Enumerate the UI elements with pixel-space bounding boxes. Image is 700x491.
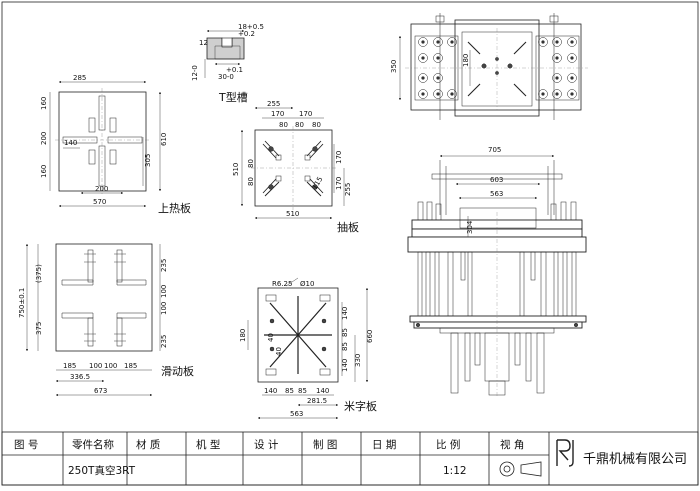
header-date: 日 期 (372, 439, 396, 451)
pull-dim-510-left: 510 (232, 163, 240, 176)
cross-dim-330: 330 (354, 354, 362, 367)
pull-dim-80e: 80 (247, 177, 255, 186)
t-slot-dim-tol: +0.2 (238, 30, 255, 38)
cross-dim-85a: 85 (341, 328, 349, 337)
upper-dim-160a: 160 (40, 97, 48, 110)
upper-dim-160b: 160 (40, 165, 48, 178)
sliding-plate-caption: 滑动板 (161, 364, 194, 378)
cross-dim-563: 563 (290, 410, 303, 418)
sliding-dim-100a: 100 (160, 285, 168, 298)
front-dim-603: 603 (490, 176, 503, 184)
upper-dim-570: 570 (93, 198, 106, 206)
cross-dim-660: 660 (366, 330, 374, 343)
machine-top-view: 350 180 (390, 13, 588, 120)
company-logo (556, 439, 574, 467)
front-dim-705: 705 (488, 146, 501, 154)
header-drawn-by: 制 图 (313, 438, 337, 451)
cross-plate-view: R6.25 Ø10 180 40 40 140 85 85 140 660 33… (239, 277, 377, 420)
pull-dim-170a: 170 (271, 110, 284, 118)
cross-dim-85b: 85 (341, 342, 349, 351)
sliding-dim-673: 673 (94, 387, 107, 395)
cross-dim-r6: R6.25 (272, 280, 292, 288)
top-dim-180: 180 (462, 54, 470, 67)
cross-dim-281: 281.5 (307, 397, 327, 405)
cross-dim-85d: 85 (298, 387, 307, 395)
front-dim-563: 563 (490, 190, 503, 198)
upper-dim-140: 140 (64, 139, 77, 147)
pull-dim-255: 255 (267, 100, 280, 108)
header-material: 材 质 (136, 438, 160, 451)
header-part-name: 零件名称 (72, 438, 114, 451)
cross-dim-d10: Ø10 (300, 280, 314, 288)
cross-dim-180: 180 (239, 329, 247, 342)
sliding-dim-100c: 100 (89, 362, 102, 370)
pull-dim-80b: 80 (295, 121, 304, 129)
cross-dim-140a: 140 (341, 307, 349, 320)
pull-dim-80a: 80 (279, 121, 288, 129)
header-design: 设 计 (254, 438, 279, 451)
sliding-dim-375: 375 (35, 322, 43, 335)
t-slot-dim-depth: 12 (199, 39, 208, 47)
pull-dim-170d: 170 (335, 177, 343, 190)
part-name-value: 250T真空3RT (68, 464, 136, 477)
pull-dim-255-right: 255 (344, 183, 352, 196)
header-model: 机 型 (196, 438, 220, 451)
pull-plate-view: 255 170 170 80 80 80 80 80 510 170 255 1… (232, 100, 359, 234)
front-dim-304: 304 (466, 220, 474, 234)
cross-dim-140d: 140 (316, 387, 329, 395)
sliding-dim-336: 336.5 (70, 373, 90, 381)
header-drawing-no: 图 号 (14, 439, 38, 451)
cross-dim-40a: 40 (267, 333, 275, 342)
pull-dim-170b: 170 (299, 110, 312, 118)
sliding-dim-235b: 235 (160, 335, 168, 348)
t-slot-dim-tol2: +0.1 (226, 66, 243, 74)
pull-plate-caption: 抽板 (337, 220, 359, 234)
upper-dim-305: 305 (144, 154, 152, 167)
sliding-dim-185b: 185 (124, 362, 137, 370)
pull-dim-80d: 80 (247, 159, 255, 168)
sliding-plate-view: (375) 750±0.1 375 235 100 100 235 185 10… (18, 243, 194, 397)
scale-value: 1:12 (443, 465, 467, 477)
header-scale: 比 例 (436, 438, 460, 451)
sliding-dim-100d: 100 (104, 362, 117, 370)
t-slot-caption: T型槽 (218, 90, 248, 104)
t-slot-dim-width: 18+0.5 (238, 23, 264, 31)
first-angle-projection-icon (499, 461, 542, 477)
upper-dim-200: 200 (40, 132, 48, 145)
sliding-dim-750: 750±0.1 (18, 288, 26, 318)
sliding-dim-235a: 235 (160, 259, 168, 272)
t-slot-dim-neck: 12-0 (191, 65, 199, 81)
company-name: 千鼎机械有限公司 (583, 452, 687, 467)
cross-dim-140c: 140 (264, 387, 277, 395)
title-block: 图 号 零件名称 材 质 机 型 设 计 制 图 日 期 比 例 视 角 250… (1, 431, 699, 486)
sliding-dim-100b: 100 (160, 302, 168, 315)
pull-dim-115: 115 (311, 175, 325, 191)
t-slot-view: 18+0.5 +0.2 12 12-0 +0.1 30-0 T型槽 (191, 23, 264, 104)
pull-dim-170c: 170 (335, 151, 343, 164)
cross-dim-85c: 85 (285, 387, 294, 395)
upper-dim-610: 610 (160, 133, 168, 146)
machine-front-view: 705 603 563 304 (407, 146, 587, 398)
pull-dim-510: 510 (286, 210, 299, 218)
upper-dim-285: 285 (73, 74, 86, 82)
t-slot-dim-head: 30-0 (218, 73, 234, 81)
header-view-angle: 视 角 (500, 438, 524, 451)
sliding-dim-185a: 185 (63, 362, 76, 370)
cross-dim-40b: 40 (275, 347, 283, 356)
upper-dim-200-bottom: 200 (95, 185, 108, 193)
upper-platen-view: 285 160 200 160 140 305 610 200 570 上热板 (40, 74, 191, 215)
cross-plate-caption: 米字板 (344, 399, 377, 413)
pull-dim-80c: 80 (312, 121, 321, 129)
sliding-dim-375-ref: (375) (35, 264, 43, 283)
cross-dim-140b: 140 (341, 359, 349, 372)
upper-platen-caption: 上热板 (158, 201, 191, 215)
top-dim-350: 350 (390, 60, 398, 73)
